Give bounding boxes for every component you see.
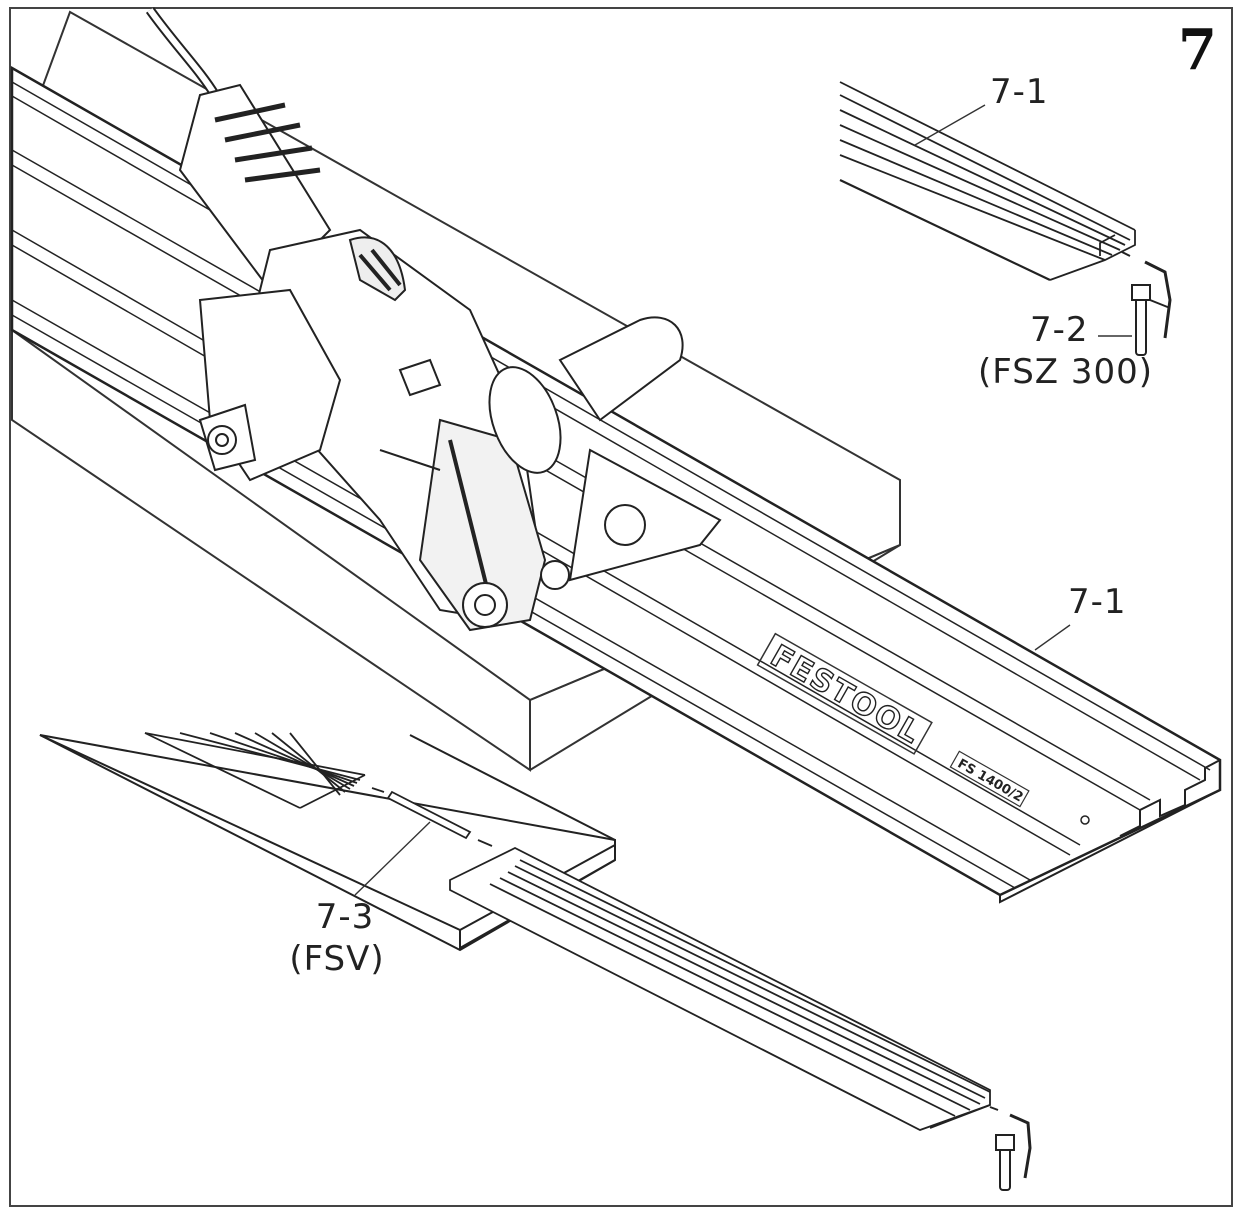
figure-number: 7 [1178, 17, 1217, 83]
figure-border [9, 7, 1233, 1207]
label-rail-top: 7-1 [990, 72, 1049, 112]
router-tool [145, 7, 722, 632]
connector-fsv [371, 787, 493, 847]
clamp-bottom [989, 1106, 1032, 1191]
label-rail-main: 7-1 [1068, 582, 1127, 622]
rail-segment-top [839, 81, 1136, 281]
rail-segment-right [449, 846, 991, 1131]
label-clamp-name: (FSZ 300) [978, 352, 1154, 392]
leader-7-1-main [1034, 624, 1071, 651]
rail-segment-left [144, 732, 366, 809]
label-clamp-code: 7-2 [1030, 310, 1089, 350]
leader-7-1-top [914, 104, 986, 146]
label-connector-name: (FSV) [289, 939, 385, 979]
clamp-top [1121, 251, 1172, 356]
label-connector-code: 7-3 [315, 897, 375, 937]
leader-7-3 [354, 821, 431, 896]
leader-lines [354, 104, 1132, 896]
